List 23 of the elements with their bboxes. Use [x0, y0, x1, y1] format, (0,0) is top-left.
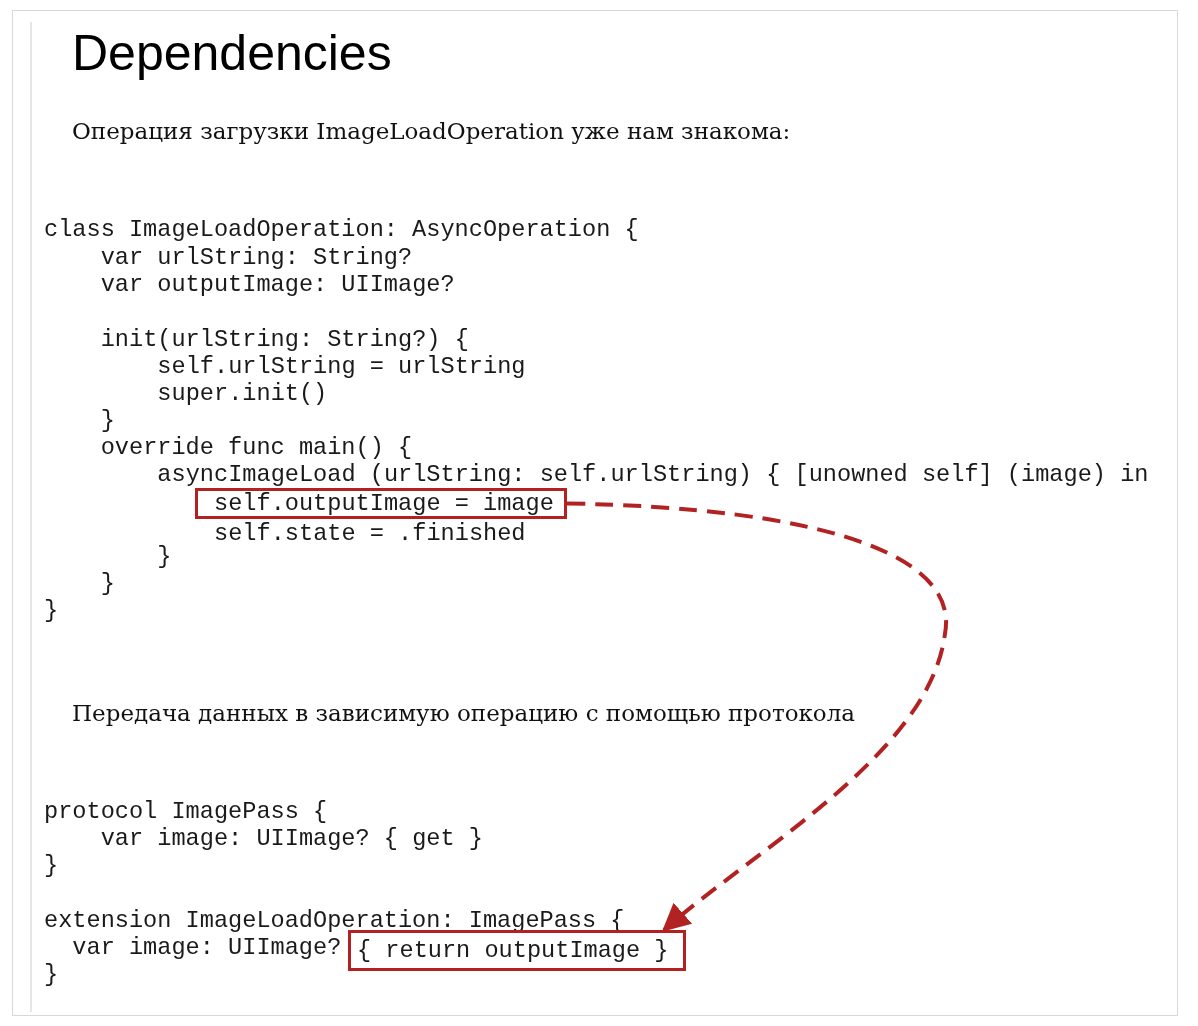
code-line: self.state = .finished	[214, 520, 526, 547]
code-line: }	[44, 597, 59, 624]
code-line: }	[44, 852, 59, 879]
code-line: init(urlString: String?) {	[100, 326, 469, 353]
dashed-arrow	[566, 501, 948, 932]
code-line: }	[157, 543, 172, 570]
code-line: asyncImageLoad (urlString: self.urlString) { [unowned self] (image) in	[157, 461, 1149, 488]
code-line: override func main() {	[100, 434, 413, 461]
code-line: self.urlString = urlString	[157, 353, 526, 380]
code-line: var outputImage: UIImage?	[100, 271, 455, 298]
code-line: protocol ImagePass {	[44, 798, 328, 825]
paragraph: Операция загрузки ImageLoadOperation уже нам знакома:	[72, 117, 791, 146]
code-line: super.init()	[157, 380, 328, 407]
paragraph: Передача данных в зависимую операцию с помощью протокола	[72, 699, 856, 728]
highlighted-code: self.outputImage = image	[195, 488, 567, 519]
code-line: class ImageLoadOperation: AsyncOperation {	[44, 216, 639, 243]
code-line: }	[100, 570, 115, 597]
code-line: var image: UIImage? { get }	[100, 825, 483, 852]
code-line: var urlString: String?	[100, 244, 413, 271]
code-line: }	[44, 961, 59, 988]
page-title: Dependencies	[72, 24, 392, 82]
highlighted-code: { return outputImage }	[348, 930, 686, 971]
code-line: }	[100, 407, 115, 434]
